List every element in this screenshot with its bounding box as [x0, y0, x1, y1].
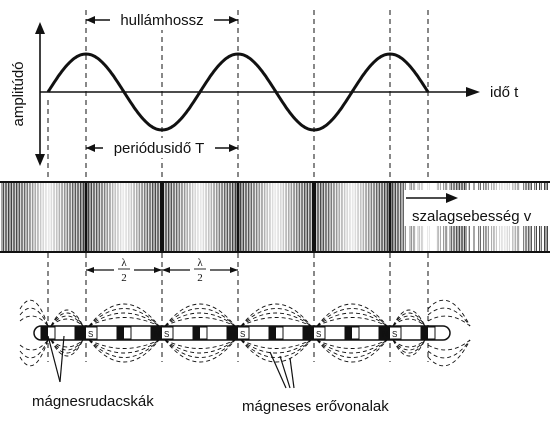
time-label: idő t [490, 84, 519, 101]
magnetized-tape: szalagsebesség v [0, 182, 550, 252]
magnet-rod: NS [151, 327, 173, 339]
field-line [20, 300, 48, 326]
arrow-up-icon [35, 22, 45, 34]
pole-label-s: S [316, 330, 321, 339]
magnet-rods-label: mágnesrudacskák [32, 393, 154, 410]
field-line [89, 340, 159, 362]
pole-label-s: S [240, 330, 245, 339]
arrow-right-icon [229, 16, 238, 24]
field-line [51, 310, 83, 326]
field-line [393, 310, 425, 326]
amplitude-axis: amplitúdó [10, 22, 45, 166]
arrow-left-icon [162, 267, 170, 273]
field-line [20, 340, 48, 366]
magnet-pole-dark [41, 327, 48, 339]
field-line [241, 304, 311, 326]
half-wavelength-numerator-2: λ [197, 257, 203, 269]
field-line [51, 340, 83, 356]
pole-label-n: N [154, 330, 160, 339]
arrow-left-icon [86, 16, 95, 24]
magnet-pole-dark [117, 327, 124, 339]
field-line [317, 304, 387, 326]
pole-label-s: S [392, 330, 397, 339]
field-line [428, 340, 470, 366]
magnet-rod [117, 327, 131, 339]
field-line [428, 340, 470, 358]
magnet-pole-dark [193, 327, 200, 339]
field-line [393, 313, 425, 326]
pole-label-n: N [382, 330, 388, 339]
period-label: periódusidő T [114, 140, 205, 157]
pole-label-s: S [88, 330, 93, 339]
half-wavelength-denominator-2: 2 [197, 272, 203, 284]
magnet-pole-dark [421, 327, 428, 339]
magnet-rod [421, 327, 435, 339]
field-pointer-3 [290, 358, 294, 388]
magnet-rod [269, 327, 283, 339]
field-line [89, 304, 159, 326]
half-wavelength-numerator-1: λ [121, 257, 127, 269]
field-line [89, 318, 159, 327]
magnet-rod: NS [303, 327, 325, 339]
field-line [241, 318, 311, 327]
arrow-left-icon [86, 267, 94, 273]
field-line [20, 308, 48, 326]
pole-label-s: S [164, 330, 169, 339]
magnet-rod [193, 327, 207, 339]
field-lines-label: mágneses erővonalak [242, 398, 389, 415]
magnet-pole-dark [345, 327, 352, 339]
field-line [317, 340, 387, 362]
field-line [428, 316, 470, 326]
period-dimension: periódusidő T [86, 138, 238, 158]
arrow-right-icon [230, 267, 238, 273]
arrow-right-icon [466, 87, 480, 97]
pole-label-n: N [306, 330, 312, 339]
field-line [317, 318, 387, 327]
field-line [241, 340, 311, 362]
field-line [393, 340, 425, 356]
magnet-rod: NS [379, 327, 401, 339]
magnet-pointer-2 [60, 336, 64, 382]
arrow-left-icon [86, 144, 95, 152]
field-line [165, 340, 235, 362]
field-line [165, 304, 235, 326]
field-line [89, 340, 159, 349]
field-line [51, 313, 83, 326]
field-line [428, 340, 470, 350]
magnet-rod [345, 327, 359, 339]
arrow-right-icon [229, 144, 238, 152]
field-line [428, 308, 470, 326]
magnet-rod: NS [75, 327, 97, 339]
arrow-right-icon [154, 267, 162, 273]
field-line [20, 340, 48, 358]
pole-label-n: N [78, 330, 84, 339]
magnet-pole-dark [269, 327, 276, 339]
pole-label-n: N [230, 330, 236, 339]
field-line [393, 340, 425, 353]
field-line [428, 300, 470, 326]
field-line [317, 340, 387, 349]
field-line [51, 340, 83, 353]
arrow-down-icon [35, 154, 45, 166]
half-wavelength-dimensions: λ 2 λ 2 [86, 256, 238, 284]
tape-speed-label: szalagsebesség v [412, 208, 532, 225]
field-line [165, 340, 235, 349]
wavelength-label: hullámhossz [120, 12, 203, 29]
wavelength-dimension: hullámhossz [86, 10, 238, 30]
field-line [241, 340, 311, 349]
field-line [165, 318, 235, 327]
half-wavelength-denominator-1: 2 [121, 272, 127, 284]
amplitude-label: amplitúdó [10, 61, 27, 126]
magnet-rods-row: NSNSNSNSNS [34, 326, 450, 340]
magnet-rod: NS [227, 327, 249, 339]
